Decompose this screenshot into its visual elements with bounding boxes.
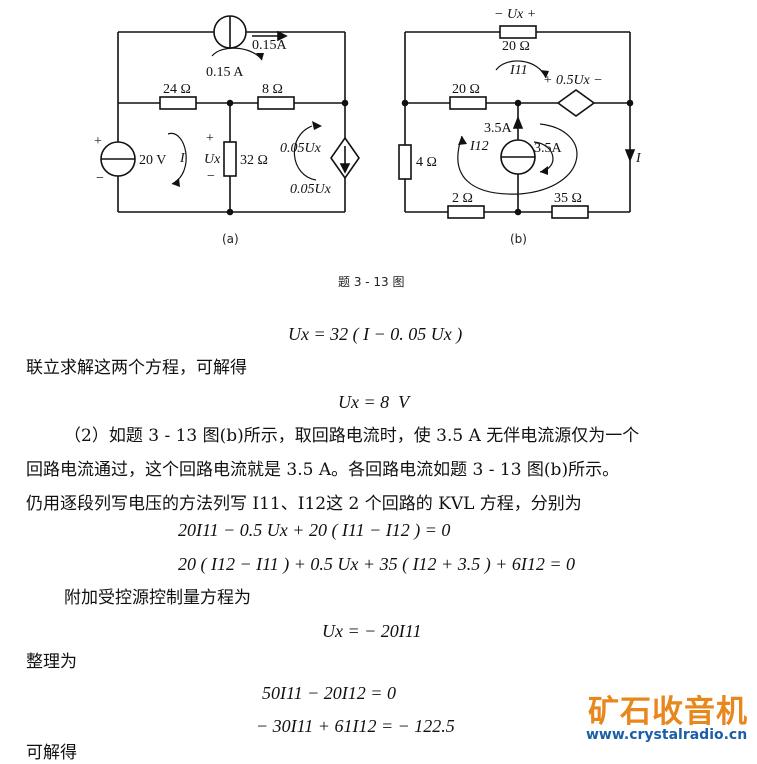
- label-a-vsrc: 20 V: [139, 153, 166, 168]
- figure-caption: 题 3 - 13 图: [338, 275, 405, 289]
- label-b-i12: I12: [469, 139, 489, 154]
- label-a-r32: 32 Ω: [240, 153, 268, 168]
- resistor-24: [159, 96, 197, 110]
- label-b-r4: 4 Ω: [416, 155, 437, 170]
- label-b-r20-mid: 20 Ω: [452, 82, 480, 97]
- resistor-8: [257, 96, 295, 110]
- resistor-2: [447, 205, 485, 219]
- caption-a: (a): [222, 232, 239, 246]
- resistor-20-top: [499, 25, 537, 39]
- label-b-r35: 35 Ω: [554, 191, 582, 206]
- label-b-cs-upper: 3.5A: [484, 121, 513, 136]
- equation-kvl-1: 20I11 − 0.5 Ux + 20 ( I11 − I12 ) = 0: [178, 520, 451, 540]
- label-a-loop-i: I: [179, 151, 186, 166]
- label-a-dep-src: 0.05Ux: [290, 182, 332, 197]
- resistor-20-mid: [449, 96, 487, 110]
- label-b-r20-top: 20 Ω: [502, 39, 530, 54]
- watermark-url: www.crystalradio.cn: [586, 727, 748, 743]
- label-b-dep: + 0.5Ux −: [543, 73, 603, 88]
- paragraph-solvable: 可解得: [26, 743, 77, 763]
- circuit-b: [398, 25, 636, 219]
- label-a-ux: Ux: [204, 152, 221, 167]
- label-b-i-right: I: [635, 151, 642, 166]
- dependent-voltage-source: [556, 89, 596, 117]
- label-b-r2: 2 Ω: [452, 191, 473, 206]
- label-a-v-minus: −: [96, 171, 104, 186]
- label-a-v-plus: +: [94, 134, 102, 149]
- label-a-r24: 24 Ω: [163, 82, 191, 97]
- watermark-logo-text: 矿石收音机: [588, 694, 748, 730]
- equation-ux-8v: Ux = 8 V: [338, 392, 410, 412]
- paragraph-loop-current: 回路电流通过，这个回路电流就是 3.5 A。各回路电流如题 3 - 13 图(b…: [26, 460, 620, 480]
- paragraph-kvl: 仍用逐段列写电压的方法列写 I11、I12这 2 个回路的 KVL 方程，分别为: [26, 494, 582, 514]
- equation-kvl-2: 20 ( I12 − I11 ) + 0.5 Ux + 35 ( I12 + 3…: [178, 554, 575, 574]
- label-a-dep-loop: 0.05Ux: [280, 141, 322, 156]
- equation-arranged-1: 50I11 − 20I12 = 0: [262, 683, 396, 703]
- paragraph-control: 附加受控源控制量方程为: [64, 588, 251, 608]
- resistor-32: [223, 141, 237, 177]
- resistor-35: [551, 205, 589, 219]
- label-a-src-top: 0.15A: [252, 38, 288, 53]
- equation-ux-32: Ux = 32 ( I − 0. 05 Ux ): [288, 324, 463, 344]
- circuit-a: [100, 15, 360, 216]
- label-b-cs-side: 3.5A: [534, 141, 563, 156]
- paragraph-part2: （2）如题 3 - 13 图(b)所示，取回路电流时，使 3.5 A 无伴电流源…: [64, 426, 640, 446]
- label-a-r8: 8 Ω: [262, 82, 283, 97]
- paragraph-arrange: 整理为: [26, 652, 77, 672]
- label-b-ux-top: − Ux +: [494, 7, 536, 22]
- caption-b: (b): [510, 232, 527, 246]
- equation-ux-20i11: Ux = − 20I11: [322, 621, 422, 641]
- paragraph-solve: 联立求解这两个方程，可解得: [26, 358, 247, 378]
- label-a-ux-plus: +: [206, 131, 214, 146]
- label-b-i11: I11: [509, 63, 528, 78]
- label-a-ux-minus: −: [207, 169, 215, 184]
- equation-arranged-2: − 30I11 + 61I12 = − 122.5: [256, 716, 455, 736]
- resistor-4: [398, 144, 412, 180]
- label-a-loop-top: 0.15 A: [206, 65, 244, 80]
